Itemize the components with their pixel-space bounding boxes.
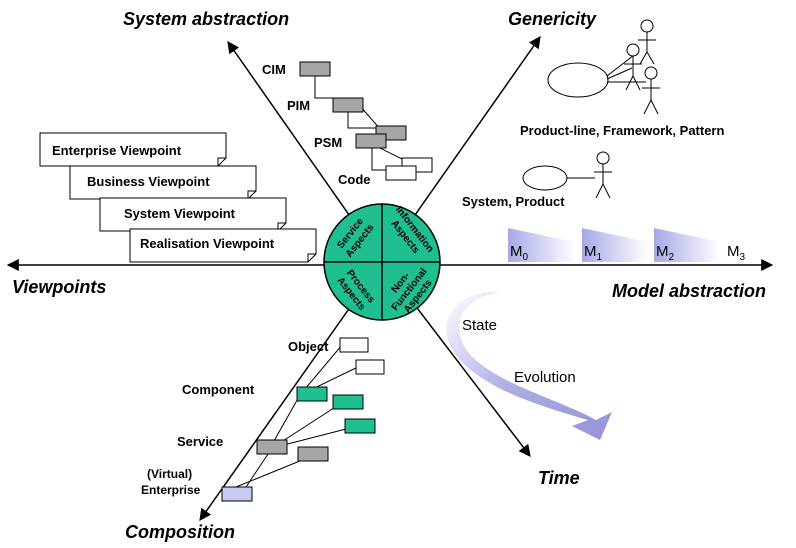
model-level-m0: M0 [510, 243, 529, 263]
model-level-m2-bar [654, 228, 720, 262]
usecase-ellipse-system [522, 165, 568, 191]
viewpoint-cards: Enterprise Viewpoint Business Viewpoint … [39, 132, 317, 263]
composition-levels: Object Component Service (Virtual) Enter… [141, 337, 385, 502]
genericity-illustration: Product-line, Framework, Pattern System,… [462, 19, 724, 209]
cim-box [299, 61, 331, 77]
label-state: State [462, 317, 497, 334]
usecase-ellipse-productline [547, 62, 609, 98]
model-level-m2: M2 [656, 243, 675, 263]
aspects-circle: Service Aspects Information Aspects Proc… [323, 203, 441, 321]
model-level-m1-bar [582, 228, 648, 262]
system-abstraction-levels: CIM PIM PSM Code [262, 61, 433, 187]
axis-label-model-abstraction: Model abstraction [612, 281, 766, 301]
actor-icon [624, 43, 642, 91]
label-evolution: Evolution [514, 369, 576, 386]
label-service: Service [177, 434, 223, 449]
object-box [339, 337, 369, 353]
viewpoint-card-business [69, 165, 257, 200]
label-enterprise-line2: Enterprise [141, 483, 201, 497]
viewpoint-label-business: Business Viewpoint [87, 174, 210, 189]
axis-label-system-abstraction: System abstraction [123, 9, 289, 29]
object-box [355, 359, 385, 375]
model-levels: M0 M1 M2 M3 [508, 228, 746, 263]
service-box [297, 446, 329, 462]
label-system-product: System, Product [462, 194, 565, 209]
actor-icon [638, 19, 656, 65]
label-component: Component [182, 382, 255, 397]
model-level-m3: M3 [727, 243, 746, 263]
label-code: Code [338, 172, 371, 187]
model-level-m1: M1 [584, 243, 603, 263]
label-pim: PIM [287, 98, 310, 113]
viewpoint-label-realisation: Realisation Viewpoint [140, 236, 275, 251]
psm-box [355, 133, 387, 149]
label-psm: PSM [314, 135, 342, 150]
component-box [344, 418, 376, 434]
component-box [332, 394, 364, 410]
axis-label-viewpoints: Viewpoints [12, 277, 106, 297]
code-box [385, 165, 417, 181]
service-box [256, 439, 288, 455]
pim-box [332, 97, 364, 113]
actor-icon [642, 66, 660, 115]
enterprise-box [221, 486, 253, 502]
viewpoint-card-system [99, 197, 287, 232]
viewpoint-card-realisation [129, 228, 317, 263]
component-box [296, 386, 328, 402]
axis-label-genericity: Genericity [508, 9, 597, 29]
viewpoint-card-enterprise [39, 132, 227, 167]
viewpoint-label-system: System Viewpoint [124, 206, 236, 221]
actor-icon [594, 151, 612, 199]
axis-label-time: Time [538, 468, 580, 488]
label-enterprise-line1: (Virtual) [147, 467, 192, 481]
model-level-m0-bar [508, 228, 575, 262]
label-cim: CIM [262, 62, 286, 77]
viewpoint-label-enterprise: Enterprise Viewpoint [52, 143, 182, 158]
axis-label-composition: Composition [125, 522, 235, 542]
label-product-line: Product-line, Framework, Pattern [520, 123, 724, 138]
time-evolution-arrow: State Evolution [446, 291, 612, 440]
label-object: Object [288, 339, 329, 354]
